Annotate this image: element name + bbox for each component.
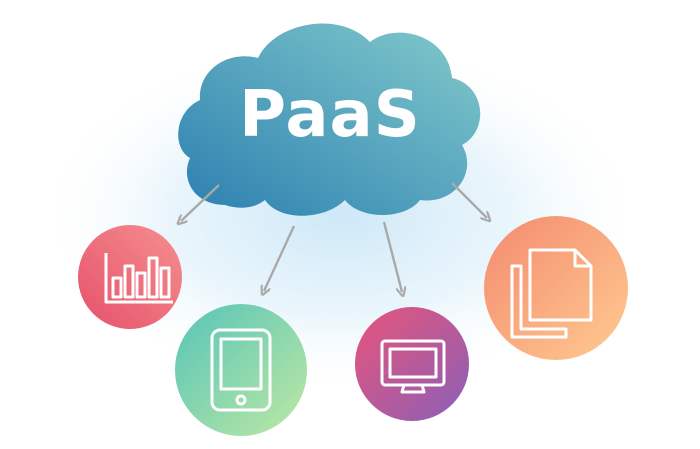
- connector-arrows: [181, 182, 487, 292]
- tablet-icon: [210, 328, 272, 412]
- bar-chart-icon: [104, 253, 173, 304]
- arrow-to-desktop: [382, 221, 402, 292]
- arrow-to-documents: [451, 182, 487, 218]
- paas-cloud-icon: [178, 23, 481, 216]
- cloud-title: PaaS: [239, 78, 421, 152]
- analytics-node: [78, 225, 182, 329]
- arrow-to-tablet: [264, 225, 296, 291]
- arrow-to-analytics: [181, 184, 220, 221]
- documents-icon: [510, 248, 593, 339]
- desktop-node: [355, 307, 469, 421]
- tablet-node: [175, 304, 307, 436]
- documents-node: [484, 216, 628, 360]
- monitor-icon: [380, 339, 446, 394]
